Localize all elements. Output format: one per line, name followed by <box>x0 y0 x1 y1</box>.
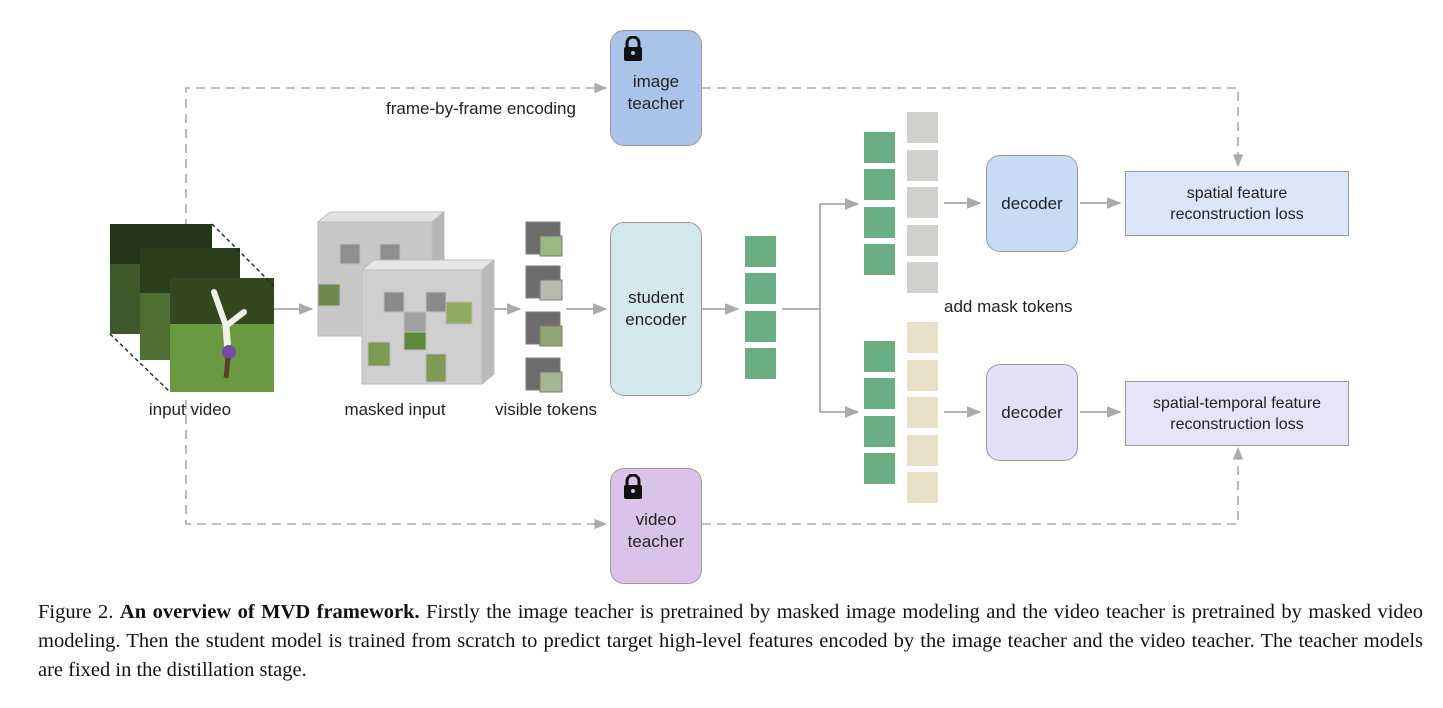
mask-token <box>907 187 938 218</box>
masked-input-cubes <box>316 210 496 386</box>
visible-token-cubes <box>525 221 563 393</box>
feature-token <box>864 244 895 275</box>
feature-token <box>864 453 895 484</box>
dashed-path-to-video-teacher <box>185 400 608 530</box>
feature-token <box>864 416 895 447</box>
add-mask-tokens-label: add mask tokens <box>944 297 1073 316</box>
mask-token <box>907 360 938 391</box>
mask-token <box>907 225 938 256</box>
feature-token <box>864 378 895 409</box>
spatial-loss-label: spatial feature reconstruction loss <box>1170 184 1304 223</box>
dashed-path-image-teacher-to-loss <box>702 87 1244 168</box>
masked-input-label: masked input <box>344 400 446 419</box>
student-encoder-box: student encoder <box>610 222 702 396</box>
mask-token <box>907 472 938 503</box>
feature-token <box>864 207 895 238</box>
decoder-top-box: decoder <box>986 155 1078 252</box>
frame-by-frame-encoding-label: frame-by-frame encoding <box>386 99 576 118</box>
mask-token <box>907 397 938 428</box>
encoded-feature-token <box>745 273 776 304</box>
diagram-connectors <box>109 82 1244 530</box>
mvd-framework-diagram: frame-by-frame encoding input video mask… <box>109 30 1349 584</box>
encoded-feature-token <box>745 311 776 342</box>
mask-token <box>907 435 938 466</box>
student-encoder-label: student encoder <box>625 288 687 329</box>
image-teacher-label: image teacher <box>627 72 685 113</box>
caption-body: Firstly the image teacher is pretrained … <box>38 601 1423 681</box>
caption-title: An overview of MVD framework. <box>119 601 420 623</box>
input-video-frames <box>109 223 275 393</box>
decoder-top-label: decoder <box>1001 193 1063 213</box>
lock-icon <box>624 36 642 61</box>
video-teacher-label: video teacher <box>627 510 685 551</box>
decoder-bottom-box: decoder <box>986 364 1078 461</box>
input-video-label: input video <box>148 400 232 419</box>
mask-token <box>907 322 938 353</box>
lock-icon <box>624 474 642 499</box>
decoder-bottom-label: decoder <box>1001 402 1063 422</box>
dashed-path-to-image-teacher <box>185 82 608 228</box>
dashed-path-video-teacher-to-loss <box>702 446 1244 525</box>
mask-token <box>907 150 938 181</box>
encoded-feature-token <box>745 348 776 379</box>
visible-tokens-label: visible tokens <box>494 400 598 419</box>
feature-token <box>864 132 895 163</box>
spatial-loss-box: spatial feature reconstruction loss <box>1125 171 1349 236</box>
feature-token <box>864 169 895 200</box>
branch-line-lower <box>819 309 860 418</box>
figure-caption: Figure 2. An overview of MVD framework. … <box>38 598 1423 685</box>
encoded-feature-token <box>745 236 776 267</box>
st-loss-box: spatial-temporal feature reconstruction … <box>1125 381 1349 446</box>
feature-token <box>864 341 895 372</box>
mask-token <box>907 112 938 143</box>
mask-token <box>907 262 938 293</box>
figure-number: Figure 2. <box>38 601 114 623</box>
st-loss-label: spatial-temporal feature reconstruction … <box>1152 394 1322 433</box>
branch-line <box>782 198 860 310</box>
